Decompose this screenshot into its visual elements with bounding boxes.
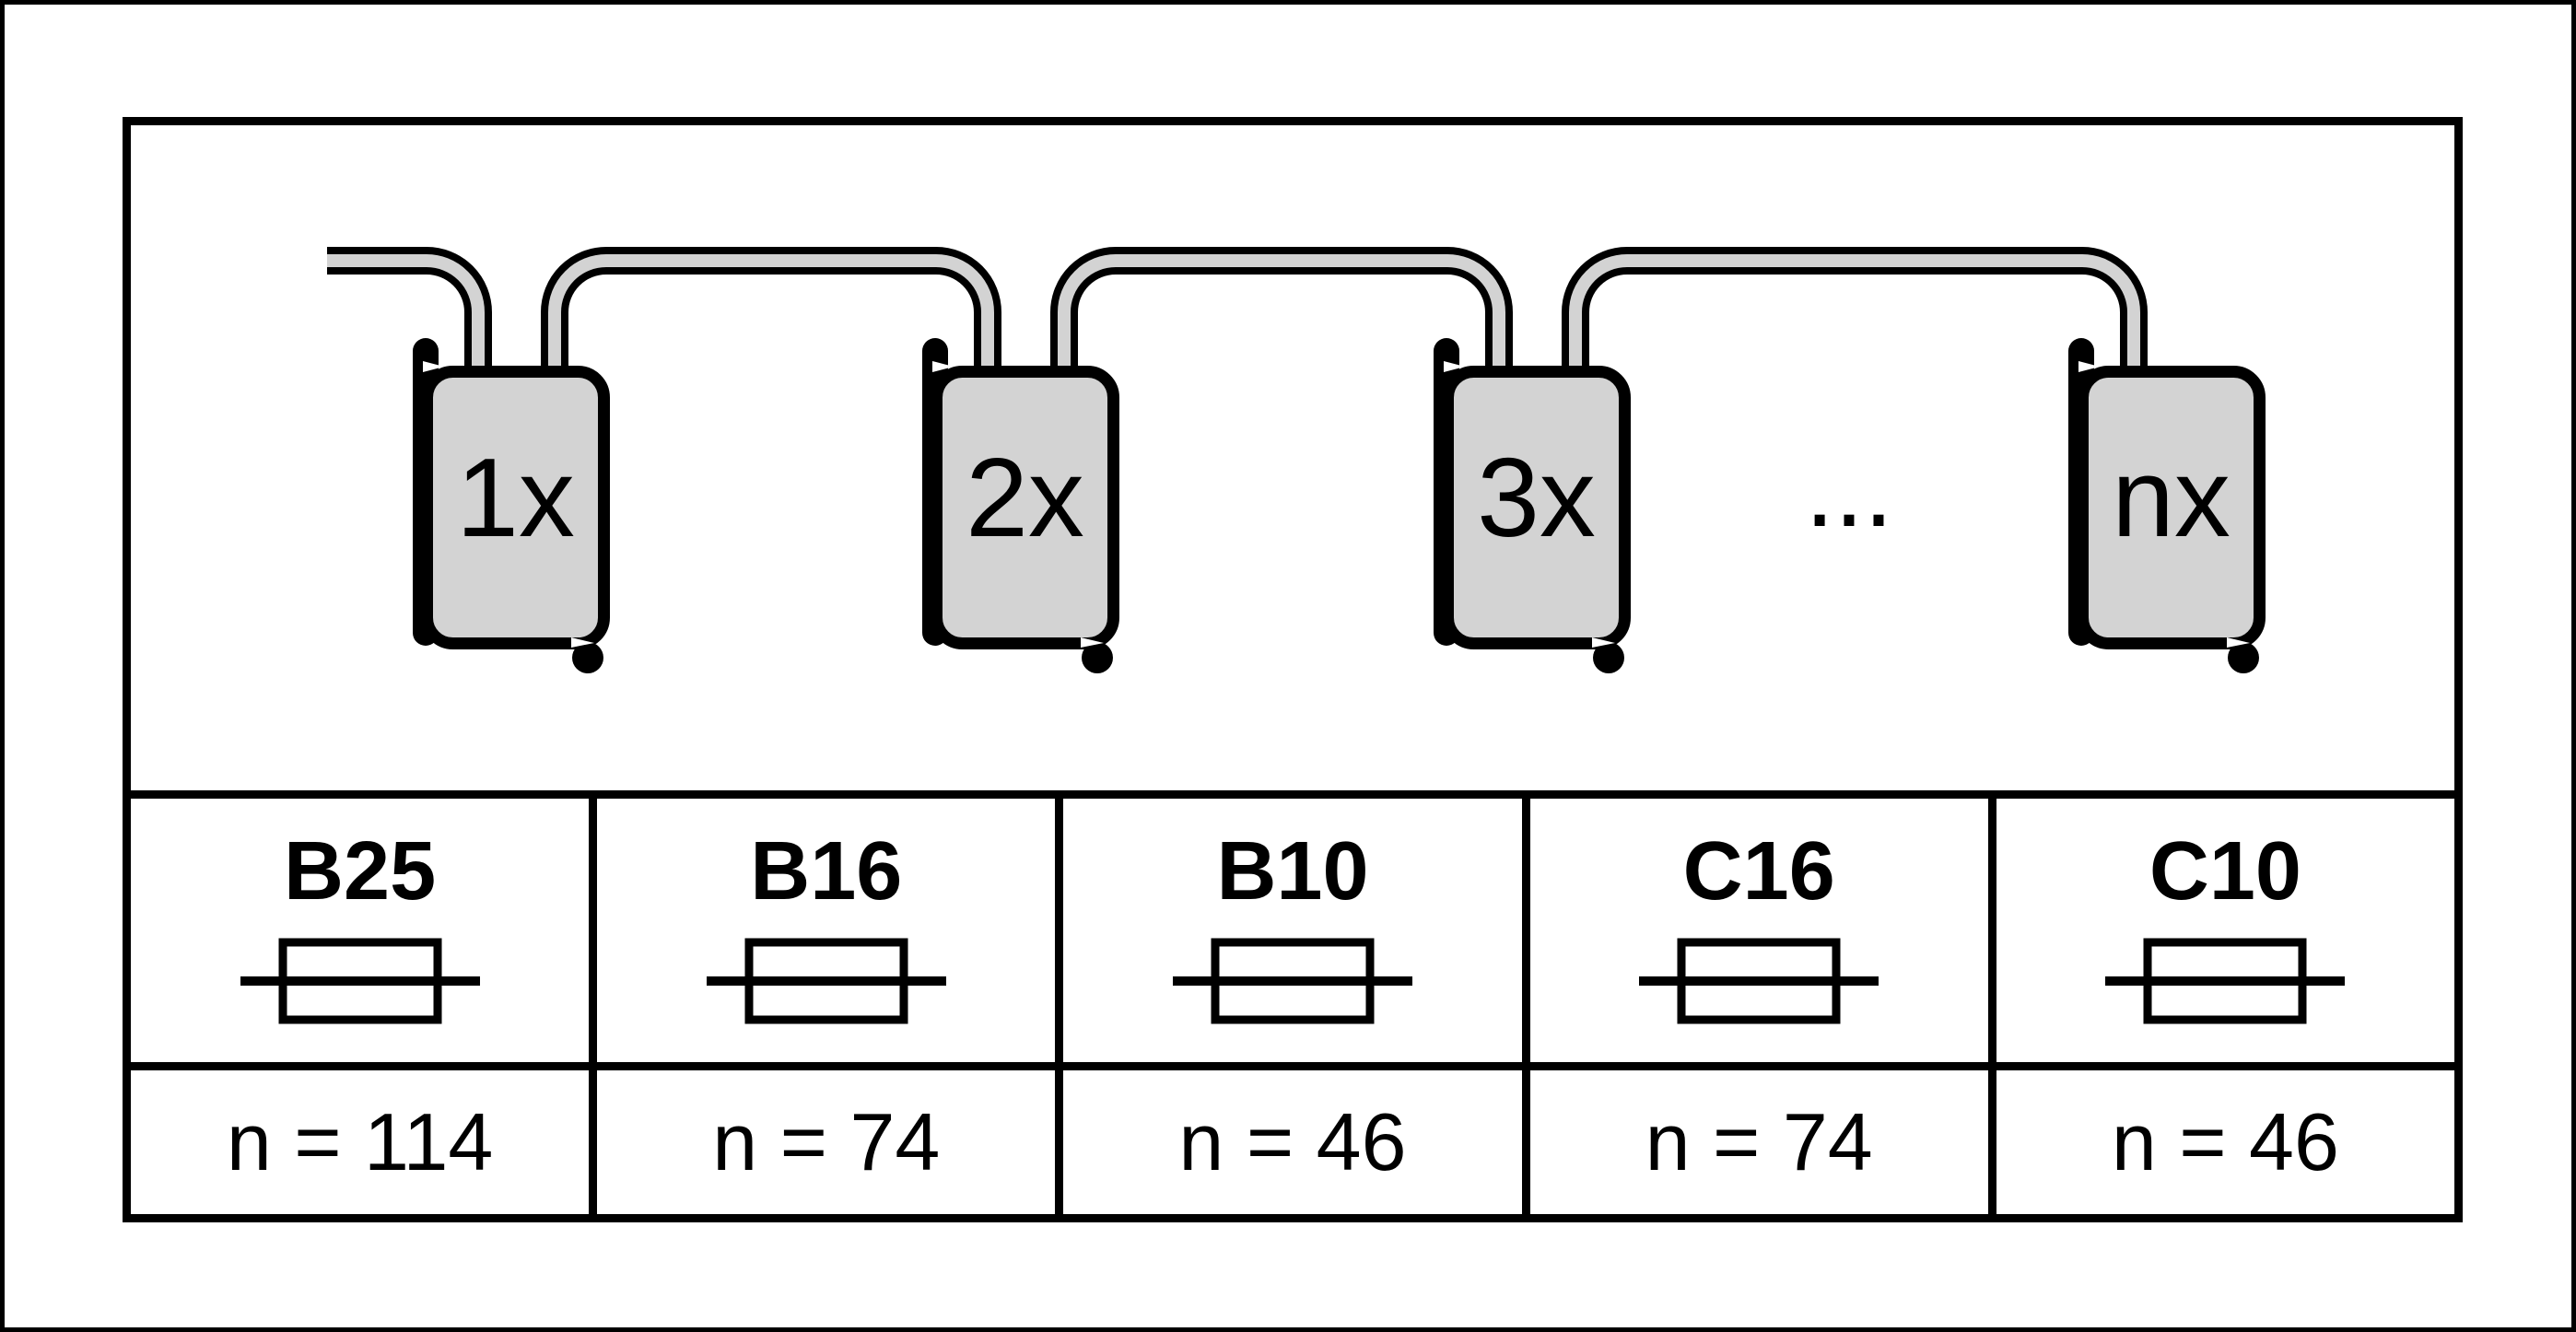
clip-right-icon bbox=[2228, 642, 2259, 673]
device-body-1x bbox=[421, 366, 610, 649]
device-label-3x: 3x bbox=[1477, 435, 1596, 560]
clip-right-icon bbox=[1082, 642, 1113, 673]
breaker-header-cell: B25 bbox=[131, 799, 590, 1062]
device-body-2x bbox=[931, 366, 1119, 649]
fuse-icon bbox=[706, 938, 946, 1024]
fuse-icon bbox=[1639, 938, 1879, 1024]
breaker-type-label: B25 bbox=[284, 825, 437, 917]
breaker-type-label: B16 bbox=[750, 825, 903, 917]
cable-core-feed bbox=[327, 254, 485, 382]
breaker-header-cell: B16 bbox=[597, 799, 1056, 1062]
notch-icon bbox=[1592, 637, 1615, 648]
notch-icon bbox=[1081, 637, 1104, 648]
clip-right-icon bbox=[572, 642, 603, 673]
breaker-type-label: B10 bbox=[1216, 825, 1369, 917]
device-label-nx: nx bbox=[2112, 435, 2231, 560]
device-label-2x: 2x bbox=[966, 435, 1084, 560]
breaker-count-cell: n = 74 bbox=[597, 1070, 1056, 1214]
clip-notches bbox=[423, 361, 2250, 648]
breaker-header-cell: B10 bbox=[1063, 799, 1522, 1062]
breaker-count-cell: n = 114 bbox=[131, 1070, 590, 1214]
breaker-header-cell: C16 bbox=[1529, 799, 1988, 1062]
notch-icon bbox=[571, 637, 594, 648]
cable-segment-feed bbox=[327, 247, 492, 382]
breaker-table: B25 B16 B10 C16 bbox=[123, 790, 2463, 1222]
notch-icon bbox=[932, 361, 954, 372]
cable-segment-3-n bbox=[1562, 247, 2148, 382]
chain-ellipsis: ... bbox=[1805, 431, 1893, 549]
device-body-3x bbox=[1442, 366, 1631, 649]
notch-icon bbox=[2227, 637, 2250, 648]
cable-run bbox=[327, 247, 2148, 382]
clip-right-icon bbox=[1593, 642, 1624, 673]
device-body-nx bbox=[2077, 366, 2266, 649]
device-label-1x: 1x bbox=[456, 435, 575, 560]
fuse-icon bbox=[240, 938, 480, 1024]
breaker-count-cell: n = 46 bbox=[1063, 1070, 1522, 1214]
breaker-type-label: C16 bbox=[1682, 825, 1835, 917]
notch-icon bbox=[1444, 361, 1465, 372]
notch-icon bbox=[2078, 361, 2100, 372]
fuse-icon bbox=[2105, 938, 2346, 1024]
device-bodies bbox=[421, 366, 2266, 649]
breaker-type-label: C10 bbox=[2149, 825, 2301, 917]
fuse-icon bbox=[1172, 938, 1412, 1024]
notch-icon bbox=[423, 361, 444, 372]
breaker-count-cell: n = 74 bbox=[1529, 1070, 1988, 1214]
breaker-count-cell: n = 46 bbox=[1996, 1070, 2454, 1214]
cable-core-1-2 bbox=[548, 254, 994, 382]
daisy-chain-diagram bbox=[327, 247, 2266, 673]
cable-core-3-n bbox=[1569, 254, 2140, 382]
device-clips bbox=[413, 338, 2259, 673]
breaker-header-cell: C10 bbox=[1996, 799, 2454, 1062]
cable-core-2-3 bbox=[1058, 254, 1505, 382]
